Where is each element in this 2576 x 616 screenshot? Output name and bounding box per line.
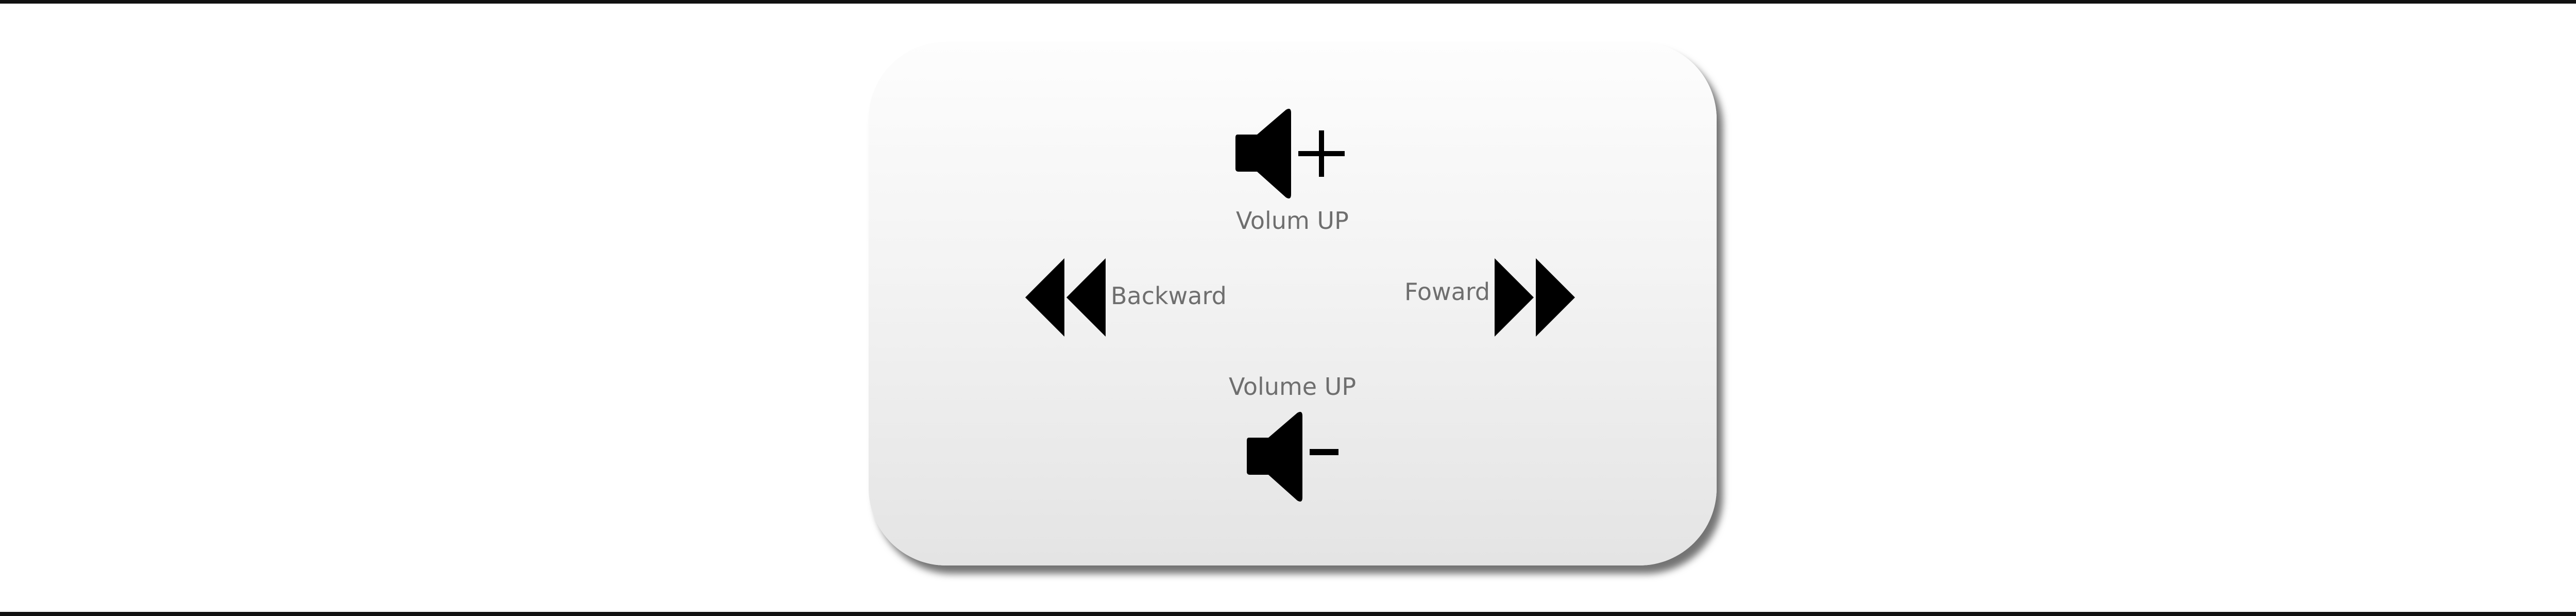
speaker-plus-icon: [1234, 107, 1348, 199]
volume-down-label: Volume UP: [1229, 373, 1357, 401]
backward-label: Backward: [1111, 282, 1227, 310]
volume-down-button[interactable]: Volume UP: [1226, 370, 1360, 504]
backward-button[interactable]: Backward: [1025, 257, 1231, 340]
forward-label: Foward: [1404, 278, 1490, 306]
volume-up-label: Volum UP: [1236, 207, 1349, 235]
speaker-minus-icon: [1246, 410, 1344, 503]
forward-button[interactable]: Foward: [1402, 257, 1578, 340]
volume-up-button[interactable]: Volum UP: [1234, 107, 1353, 241]
fast-forward-icon: [1493, 257, 1575, 340]
rewind-icon: [1025, 257, 1108, 340]
